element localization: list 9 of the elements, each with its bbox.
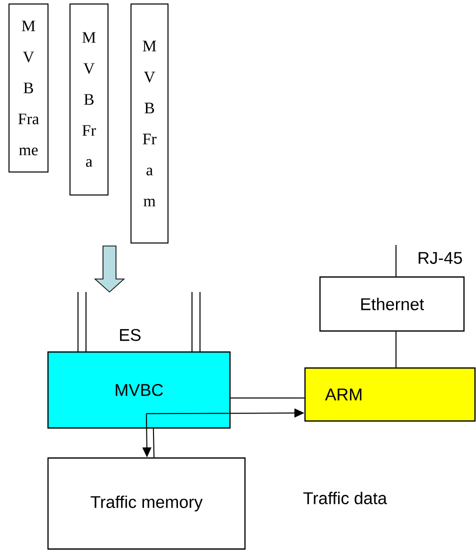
frame-box: M V B Fra me <box>8 4 48 172</box>
process-box: MVBC <box>47 351 231 429</box>
process-box: Traffic memory <box>47 457 246 550</box>
connector-line <box>152 428 154 458</box>
frame-box: M V B Fr a m <box>130 4 168 244</box>
process-box: ARM <box>304 367 476 422</box>
frame-box: M V B Fr a <box>70 4 108 196</box>
process-box: Ethernet <box>319 276 465 332</box>
text-label: Traffic data <box>303 492 388 504</box>
